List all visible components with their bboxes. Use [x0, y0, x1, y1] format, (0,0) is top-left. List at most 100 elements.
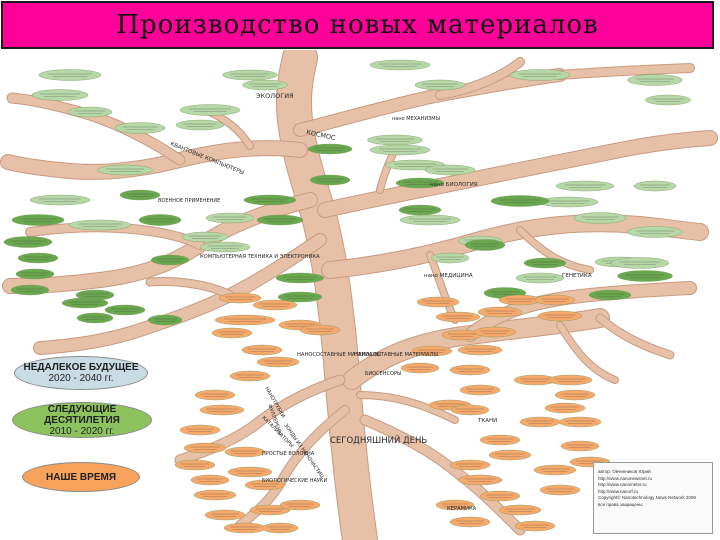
- leaf-node: [38, 69, 102, 81]
- leaf-node: [588, 289, 632, 301]
- leaf-node: [119, 189, 161, 201]
- leaf-node: [223, 522, 267, 534]
- leaf-node: [242, 79, 288, 91]
- legend-next-decades: СЛЕДУЮЩИЕ ДЕСЯТИЛЕТИЯ 2010 - 2020 гг.: [12, 402, 152, 438]
- leaf-node: [29, 194, 91, 206]
- leaf-node: [307, 143, 353, 155]
- leaf-node: [398, 204, 442, 216]
- branch-label-biological-science: БИОЛОГИЧЕСКИЕ НАУКИ: [262, 478, 327, 484]
- leaf-node: [147, 314, 183, 326]
- leaf-node: [227, 466, 273, 478]
- branch: [556, 64, 694, 79]
- branch-label-ceramics: КЕРАМИКА: [447, 506, 477, 512]
- branch-label-fabrics: ТКАНИ: [477, 418, 497, 424]
- leaf-node: [204, 509, 246, 521]
- branch: [557, 322, 618, 383]
- leaf-node: [309, 174, 351, 186]
- leaf-node: [15, 268, 55, 280]
- leaf-node: [252, 299, 298, 311]
- leaf-node: [573, 212, 627, 224]
- leaf-node: [544, 402, 586, 414]
- leaf-node: [449, 516, 491, 528]
- leaf-node: [244, 479, 286, 491]
- leaf-node: [114, 122, 166, 134]
- leaf-node: [400, 362, 440, 374]
- branch-label-nano-mechanisms: нано МЕХАНИЗМЫ: [392, 116, 440, 122]
- leaf-node: [249, 504, 291, 516]
- branch: [34, 234, 326, 354]
- leaf-node: [199, 404, 245, 416]
- leaf-node: [299, 324, 341, 336]
- leaf-node: [181, 231, 229, 243]
- leaf-node: [414, 79, 466, 91]
- credits-copyright: Copyright© Nanotechnology News Network 2…: [598, 495, 696, 500]
- leaf-node: [416, 296, 460, 308]
- leaf-node: [76, 312, 114, 324]
- leaf-node: [488, 449, 532, 461]
- branch-label-nanocomposite-1: НАНОСОСТАВНЫЕ МАТЕРИАЛЫ: [297, 352, 381, 358]
- leaf-node: [214, 314, 276, 326]
- branch: [146, 278, 234, 299]
- leaf-node: [457, 474, 503, 486]
- leaf-node: [537, 310, 583, 322]
- branch-label-simple-fibers: ПРОСТЫЕ ВОЛОКНА: [262, 451, 315, 457]
- leaf-node: [279, 499, 321, 511]
- legend-near-future-title: НЕДАЛЕКОЕ БУДУЩЕЕ: [23, 362, 139, 373]
- leaf-node: [150, 254, 190, 266]
- leaf-node: [243, 194, 297, 206]
- leaf-node: [633, 180, 677, 192]
- leaf-node: [411, 345, 453, 357]
- leaf-node: [175, 119, 225, 131]
- branch-label-biosensors: БИОСЕНСОРЫ: [365, 371, 401, 377]
- branch: [427, 252, 458, 323]
- leaf-node: [179, 424, 221, 436]
- branch: [436, 58, 524, 99]
- leaf-node: [554, 389, 596, 401]
- leaf-node: [193, 489, 237, 501]
- leaf-node: [183, 442, 227, 454]
- leaf-node: [509, 69, 571, 81]
- leaf-node: [369, 59, 431, 71]
- leaf-node: [645, 94, 691, 106]
- legend-near-future-years: 2020 - 2040 гг.: [48, 373, 114, 384]
- credits-link[interactable]: http://www.nanometer.ru: [598, 482, 647, 487]
- leaf-node: [430, 252, 470, 264]
- leaf-node: [205, 212, 255, 224]
- credits-link[interactable]: http://www.nanonewsnet.ru: [598, 475, 653, 481]
- branch-label-ecology: ЭКОЛОГИЯ: [256, 92, 294, 100]
- leaf-node: [457, 344, 503, 356]
- leaf-node: [194, 389, 236, 401]
- leaf-node: [179, 104, 241, 116]
- leaf-node: [558, 416, 602, 428]
- leaf-node: [138, 214, 182, 226]
- leaf-node: [435, 311, 481, 323]
- leaf-node: [555, 180, 615, 192]
- leaf-node: [547, 374, 593, 386]
- leaf-node: [514, 520, 556, 532]
- leaf-node: [104, 304, 146, 316]
- leaf-node: [523, 257, 567, 269]
- credits-author: автор: Овчинников Юрий: [598, 469, 651, 474]
- leaf-node: [560, 440, 600, 452]
- leaf-node: [261, 522, 299, 534]
- leaf-node: [11, 214, 65, 226]
- leaf-node: [479, 434, 521, 446]
- branch-label-nano-medicine: нано МЕДИЦИНА: [424, 273, 473, 279]
- credits-link[interactable]: http://www.nanorf.ru: [598, 488, 639, 494]
- leaf-node: [477, 306, 523, 318]
- leaf-node: [17, 252, 59, 264]
- legend-next-decades-title: СЛЕДУЮЩИЕ ДЕСЯТИЛЕТИЯ: [44, 403, 120, 426]
- leaf-node: [449, 459, 491, 471]
- leaf-node: [222, 69, 278, 81]
- leaf-node: [515, 272, 565, 284]
- page-title: Производство новых материалов: [116, 10, 599, 40]
- leaf-node: [31, 89, 89, 101]
- title-bar: Производство новых материалов: [1, 1, 714, 49]
- leaf-node: [498, 504, 542, 516]
- leaf-node: [67, 106, 113, 118]
- branch: [517, 227, 593, 273]
- leaf-node: [473, 326, 517, 338]
- leaf-node: [97, 164, 153, 176]
- leaf-node: [190, 474, 230, 486]
